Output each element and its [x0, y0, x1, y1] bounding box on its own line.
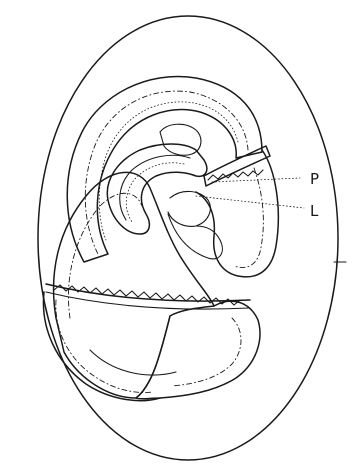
lower-right-lobe — [136, 301, 260, 399]
label-p: P — [310, 170, 319, 188]
lower-right-lobe-contour — [172, 318, 241, 386]
bottom-body — [90, 350, 176, 375]
leader-line-p — [212, 178, 300, 182]
upper-lobe — [67, 77, 262, 262]
lower-crescent — [43, 292, 160, 401]
leader-line-l — [196, 196, 304, 208]
label-l: L — [310, 202, 319, 220]
upper-knob — [160, 124, 201, 155]
central-curved-body-shade — [120, 155, 190, 220]
hatched-lobe — [54, 172, 214, 398]
lower-crescent-contour — [56, 300, 152, 392]
right-block-contour — [234, 168, 263, 267]
egg-membrane — [38, 16, 338, 460]
upper-lobe-inner-contour-2 — [99, 102, 238, 240]
